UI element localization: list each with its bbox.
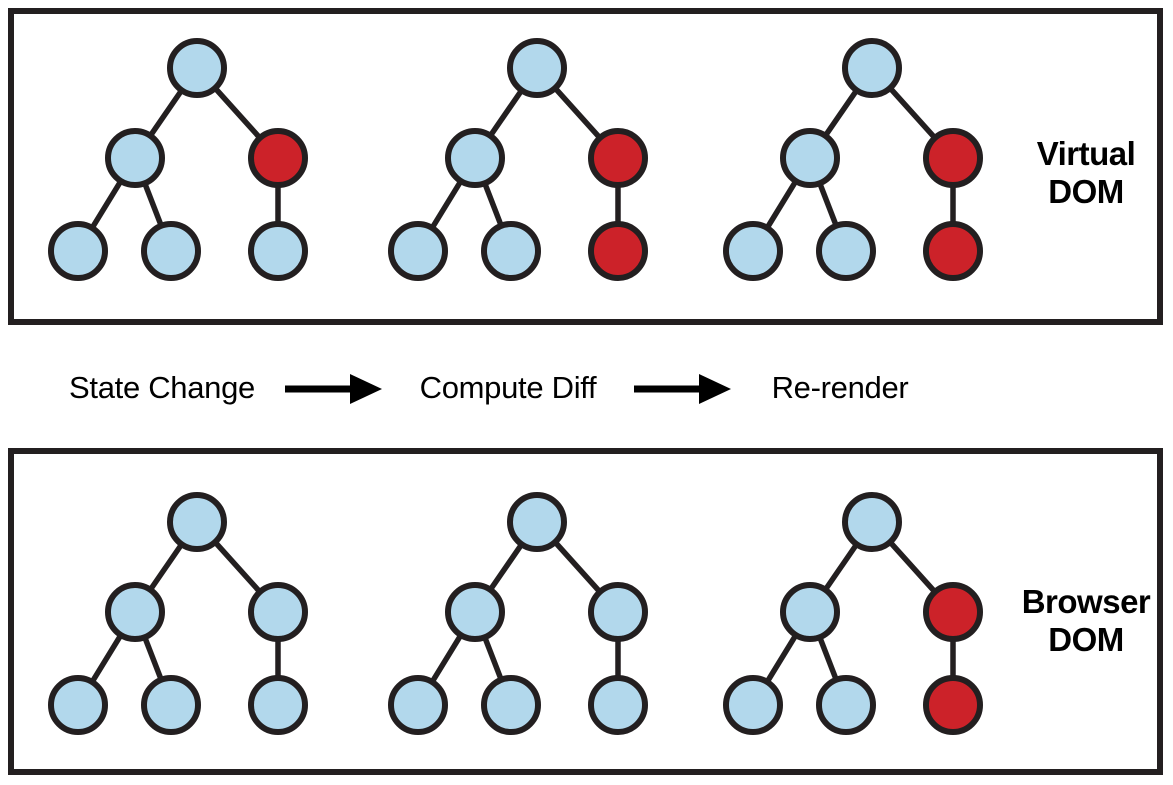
- tree-node-root: [167, 492, 227, 552]
- flow-arrow-2: [634, 374, 731, 404]
- panel-browser-dom-label-line2: DOM: [1048, 621, 1124, 658]
- tree-virtual-tree-2: [388, 38, 648, 281]
- arrow-2-head: [699, 374, 731, 404]
- panel-browser-dom-trees: [48, 492, 983, 735]
- tree-node-leaf2: [816, 675, 876, 735]
- tree-node-root: [842, 38, 902, 98]
- tree-node-leaf2: [141, 675, 201, 735]
- tree-node-leaf3: [248, 221, 308, 281]
- flow-step-re-render: Re-render: [772, 370, 909, 405]
- tree-node-leaf3: [588, 675, 648, 735]
- tree-node-leaf1: [48, 675, 108, 735]
- tree-browser-tree-3: [723, 492, 983, 735]
- tree-node-right-changed: [248, 128, 308, 188]
- tree-node-leaf3-changed: [588, 221, 648, 281]
- tree-node-right: [588, 582, 648, 642]
- tree-node-leaf2: [816, 221, 876, 281]
- panel-virtual-dom-trees: [48, 38, 983, 281]
- panel-browser-dom: Browser DOM: [8, 448, 1163, 775]
- tree-node-leaf3-changed: [923, 675, 983, 735]
- arrow-1-head: [350, 374, 382, 404]
- tree-node-leaf1: [723, 675, 783, 735]
- flow-arrow-1: [285, 374, 382, 404]
- tree-node-left: [105, 582, 165, 642]
- flow-step-state-change: State Change: [69, 370, 255, 405]
- tree-node-left: [780, 582, 840, 642]
- panel-virtual-dom-label-line1: Virtual: [1037, 135, 1136, 172]
- panel-virtual-dom-label-line2: DOM: [1048, 173, 1124, 210]
- tree-node-leaf1: [388, 221, 448, 281]
- tree-node-left: [445, 582, 505, 642]
- tree-virtual-tree-3: [723, 38, 983, 281]
- tree-node-leaf1: [48, 221, 108, 281]
- tree-node-root: [507, 492, 567, 552]
- tree-node-leaf1: [723, 221, 783, 281]
- tree-browser-tree-1: [48, 492, 308, 735]
- tree-node-root: [167, 38, 227, 98]
- panel-browser-dom-label-line1: Browser: [1022, 583, 1151, 620]
- tree-node-right-changed: [923, 128, 983, 188]
- tree-node-right: [248, 582, 308, 642]
- tree-node-right-changed: [923, 582, 983, 642]
- tree-node-leaf2: [481, 221, 541, 281]
- flow-row: State Change Compute Diff Re-render: [69, 370, 909, 405]
- tree-node-leaf1: [388, 675, 448, 735]
- flow-step-compute-diff: Compute Diff: [420, 370, 597, 405]
- tree-node-leaf2: [481, 675, 541, 735]
- tree-node-right-changed: [588, 128, 648, 188]
- tree-node-leaf3: [248, 675, 308, 735]
- tree-node-root: [507, 38, 567, 98]
- panel-virtual-dom: Virtual DOM: [8, 8, 1163, 325]
- tree-virtual-tree-1: [48, 38, 308, 281]
- tree-node-left: [445, 128, 505, 188]
- tree-node-left: [105, 128, 165, 188]
- tree-node-leaf3-changed: [923, 221, 983, 281]
- tree-node-leaf2: [141, 221, 201, 281]
- tree-browser-tree-2: [388, 492, 648, 735]
- tree-node-left: [780, 128, 840, 188]
- tree-node-root: [842, 492, 902, 552]
